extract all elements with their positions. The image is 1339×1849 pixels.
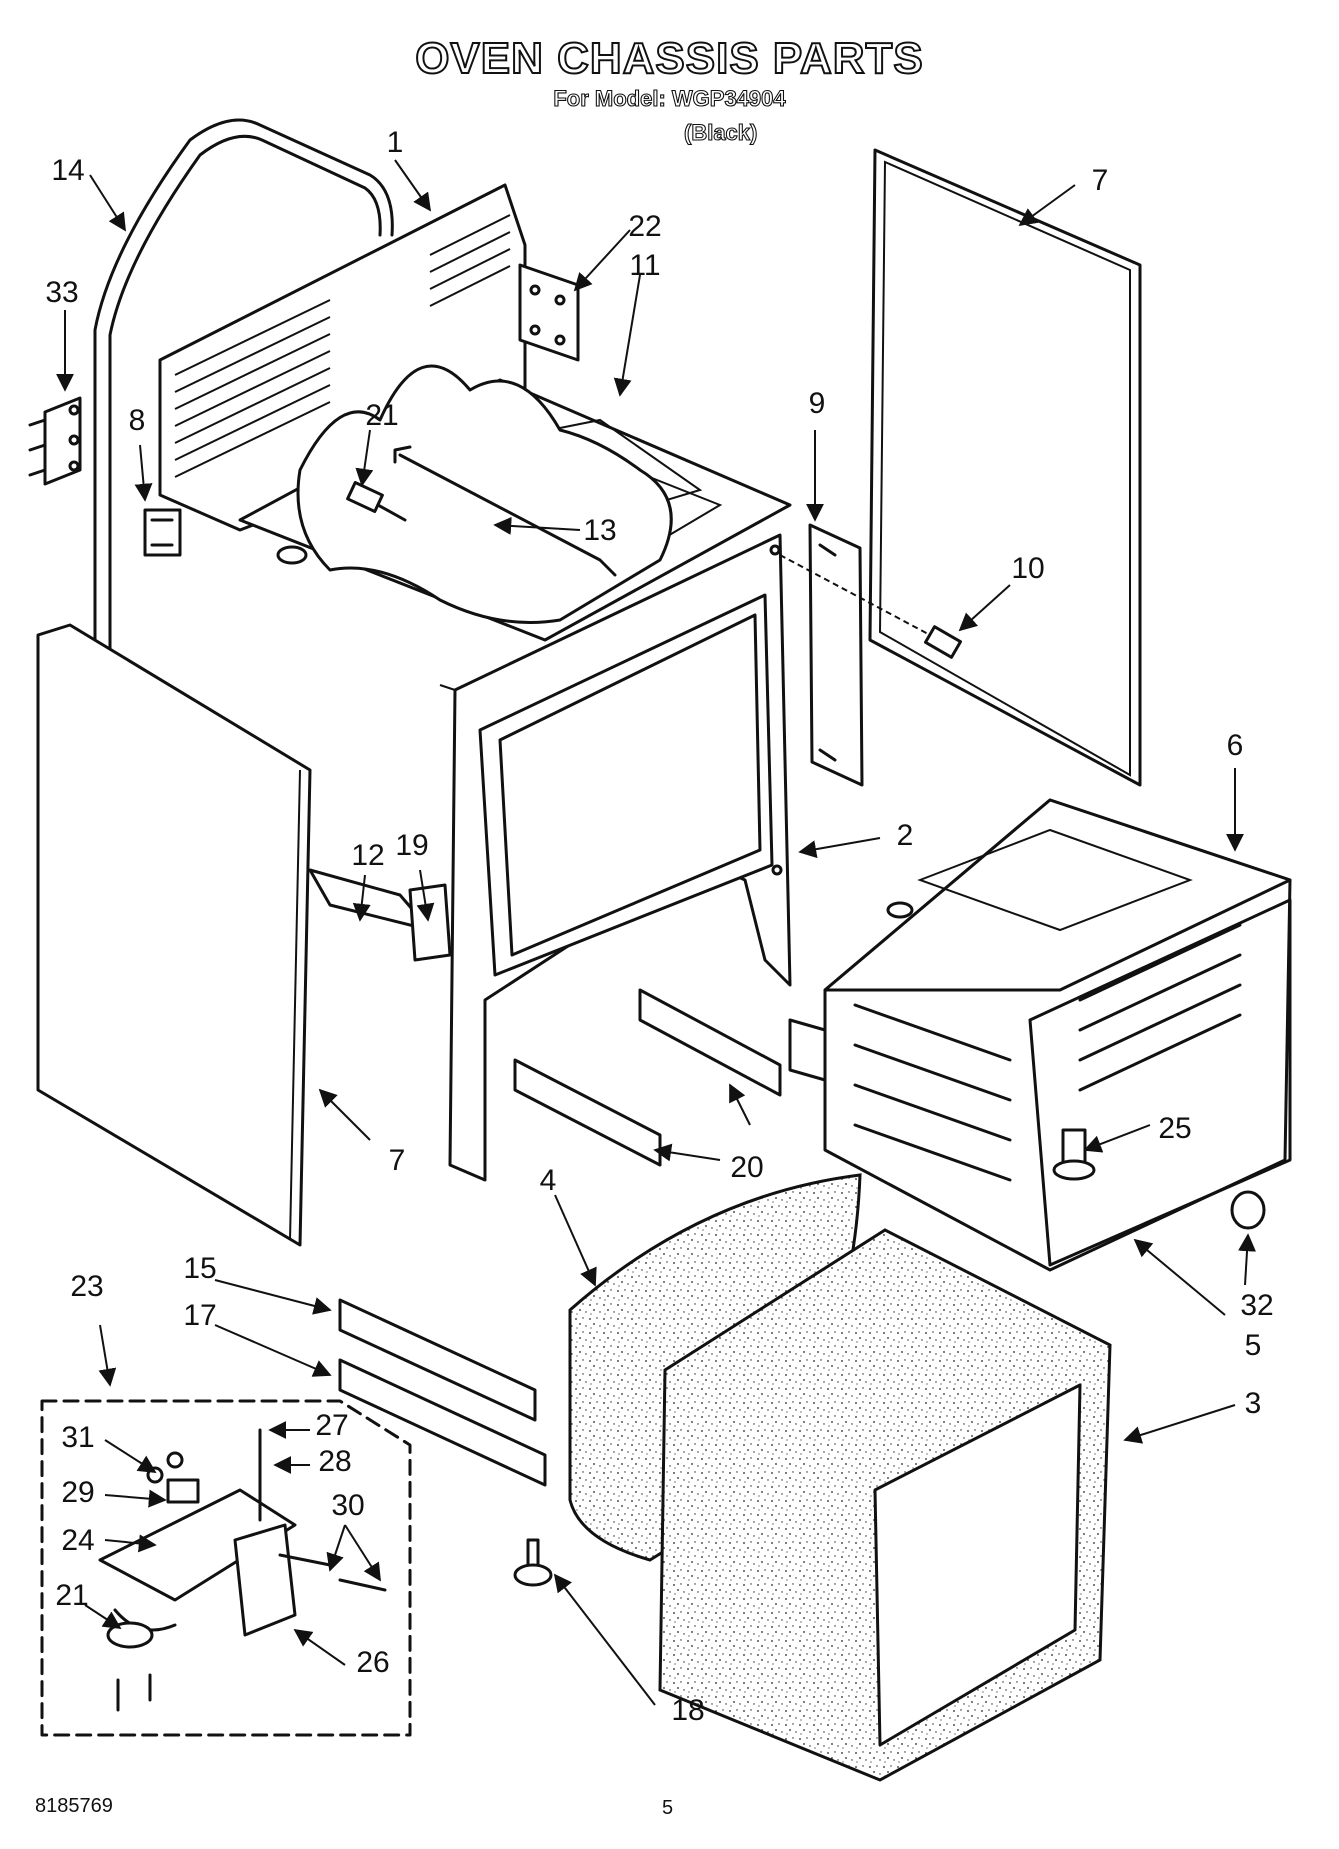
callout-7-right: 7 <box>1092 164 1109 197</box>
part-2-front-frame <box>439 533 792 1182</box>
part-7-side-panel-right <box>868 148 1142 787</box>
part-32-cap <box>1230 1190 1266 1230</box>
callout-6: 6 <box>1227 729 1244 762</box>
callout-11: 11 <box>629 249 660 282</box>
callout-17: 17 <box>183 1299 216 1332</box>
callout-18: 18 <box>671 1694 704 1727</box>
color-variant: (Black) <box>683 119 758 145</box>
part-6-oven-liner <box>788 798 1292 1272</box>
part-14-frame-tube <box>93 118 394 697</box>
callout-15: 15 <box>183 1252 216 1285</box>
part-3-insulation-wrap <box>658 1228 1112 1782</box>
callout-32: 32 <box>1240 1289 1273 1322</box>
callout-1: 1 <box>387 126 404 159</box>
page-title: OVEN CHASSIS PARTS <box>414 33 924 84</box>
callout-8: 8 <box>129 404 146 437</box>
part-19-clip <box>408 883 452 962</box>
callout-29: 29 <box>61 1476 94 1509</box>
document-number: 8185769 <box>35 1795 113 1817</box>
callout-9: 9 <box>809 387 826 420</box>
callout-27: 27 <box>315 1409 348 1442</box>
part-10-fitting <box>779 554 962 659</box>
callout-22: 22 <box>628 210 661 243</box>
callout-7-left: 7 <box>389 1144 406 1177</box>
part-21-igniter-upper <box>346 481 407 522</box>
part-23-burner-assembly <box>40 1399 412 1737</box>
part-17-slide <box>338 1358 547 1487</box>
callout-33: 33 <box>45 276 78 309</box>
callout-12: 12 <box>351 839 384 872</box>
callout-28: 28 <box>318 1445 351 1478</box>
part-25-plug <box>1052 1128 1096 1181</box>
callout-labels: 1 2 3 4 5 6 7 7 8 9 10 11 12 13 14 15 17… <box>45 126 1273 1727</box>
callout-20: 20 <box>730 1151 763 1184</box>
callout-4: 4 <box>540 1164 557 1197</box>
leader-lines <box>56 159 1257 1706</box>
part-22-hinge <box>518 263 580 362</box>
part-8-switch <box>143 508 182 557</box>
callout-21-upper: 21 <box>365 399 398 432</box>
callout-21-lower: 21 <box>55 1579 88 1612</box>
callout-23: 23 <box>70 1270 103 1303</box>
page-number: 5 <box>662 1797 674 1819</box>
callout-25: 25 <box>1158 1112 1191 1145</box>
callout-26: 26 <box>356 1646 389 1679</box>
callout-2: 2 <box>897 819 914 852</box>
part-9-side-strip <box>808 523 864 787</box>
callout-5: 5 <box>1245 1329 1262 1362</box>
callout-30: 30 <box>331 1489 364 1522</box>
callout-24: 24 <box>61 1524 94 1557</box>
part-15-slide <box>338 1298 537 1422</box>
part-33-terminal-block <box>28 396 82 486</box>
callout-31: 31 <box>61 1421 94 1454</box>
part-13-igniter-cutaway <box>276 364 673 624</box>
part-7-side-panel-left <box>36 623 312 1247</box>
callout-13: 13 <box>583 514 616 547</box>
callout-10: 10 <box>1011 552 1044 585</box>
callout-19: 19 <box>395 829 428 862</box>
model-line: For Model: WGP34904 <box>553 85 786 111</box>
callout-14: 14 <box>51 154 84 187</box>
callout-3: 3 <box>1245 1387 1262 1420</box>
part-20-rails <box>513 988 782 1167</box>
part-18-leveling-foot <box>513 1538 553 1587</box>
